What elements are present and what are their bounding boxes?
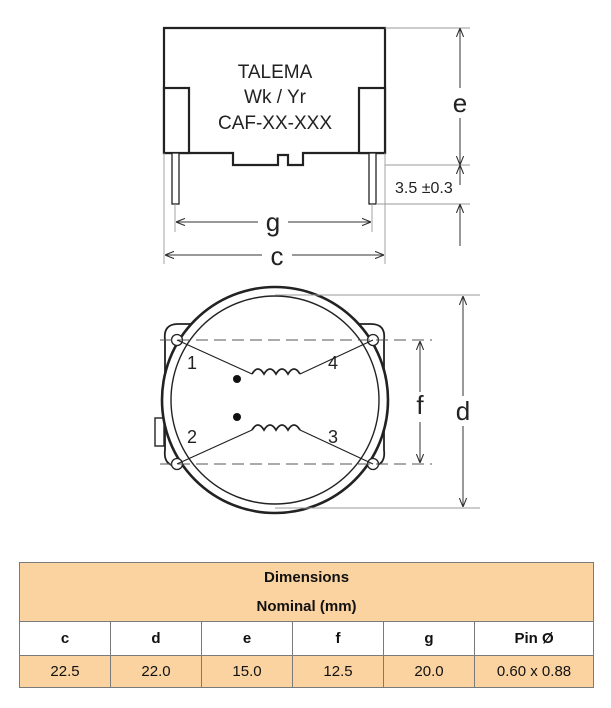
- side-view: [162, 26, 470, 264]
- header-pin-diameter: Pin Ø: [473, 621, 595, 656]
- left-notch: [162, 86, 191, 155]
- value-e: 15.0: [201, 655, 293, 688]
- inner-ring: [170, 295, 380, 505]
- marking-line1: TALEMA: [238, 62, 313, 83]
- outer-ring: [160, 285, 390, 515]
- marking-line3: CAF-XX-XXX: [218, 113, 332, 134]
- header-f: f: [292, 621, 384, 656]
- right-notch: [357, 86, 387, 155]
- dim-d-label: d: [456, 396, 470, 426]
- header-d: d: [110, 621, 202, 656]
- table-subtitle: Nominal (mm): [18, 592, 595, 622]
- bottom-view: [154, 285, 480, 515]
- pin-label-3: 3: [328, 427, 338, 447]
- table-title: Dimensions: [18, 562, 595, 592]
- value-pin-diameter: 0.60 x 0.88: [473, 655, 595, 688]
- side-clip: [154, 417, 165, 447]
- pin-label-2: 2: [187, 427, 197, 447]
- coil-upper: [251, 368, 301, 376]
- value-g: 20.0: [383, 655, 475, 688]
- left-pin: [171, 152, 180, 205]
- header-g: g: [383, 621, 475, 656]
- marking-line2: Wk / Yr: [244, 87, 307, 108]
- right-pin: [368, 152, 377, 205]
- dim-c-label: c: [271, 241, 284, 271]
- value-c: 22.5: [19, 655, 111, 688]
- value-f: 12.5: [292, 655, 384, 688]
- header-c: c: [19, 621, 111, 656]
- pin-label-1: 1: [187, 353, 197, 373]
- header-e: e: [201, 621, 293, 656]
- pin-label-4: 4: [328, 353, 338, 373]
- polarity-dot-lower: [233, 413, 241, 421]
- coil-lower: [251, 424, 301, 432]
- technical-drawing: TALEMA Wk / Yr CAF-XX-XXX e 3.5 ±0.3 g c: [154, 26, 480, 515]
- dim-f-label: f: [416, 390, 424, 420]
- dimensions-table: Dimensions Nominal (mm) c d e f g Pin Ø …: [18, 562, 595, 688]
- polarity-dot-upper: [233, 375, 241, 383]
- dim-e-label: e: [453, 88, 467, 118]
- dim-pin-length-label: 3.5 ±0.3: [395, 180, 453, 197]
- value-d: 22.0: [110, 655, 202, 688]
- dim-g-label: g: [266, 207, 280, 237]
